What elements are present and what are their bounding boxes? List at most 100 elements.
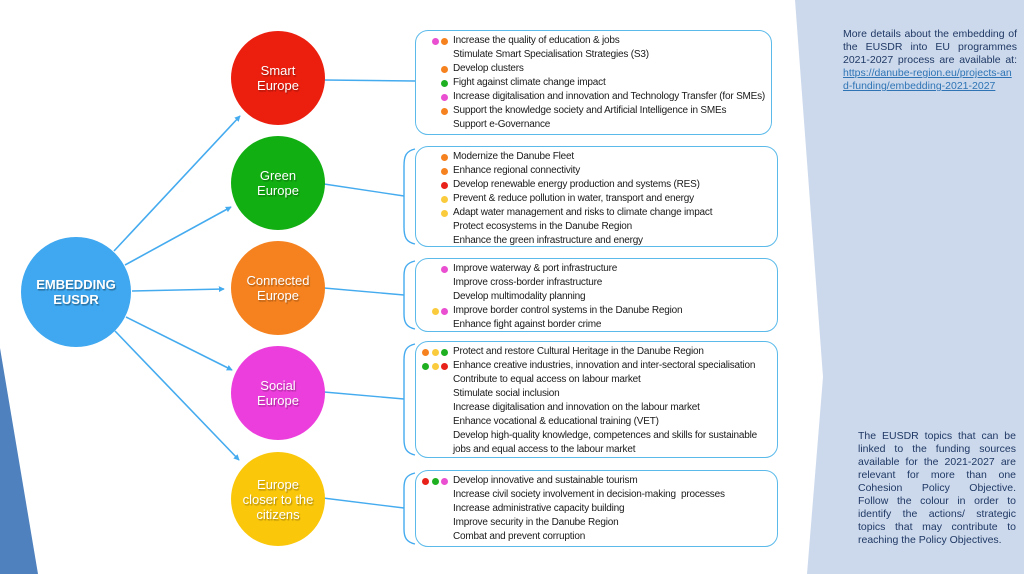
line-smart-box — [323, 79, 416, 82]
bullet-dots — [416, 93, 453, 101]
green-bullet-icon — [441, 79, 448, 87]
item-text: Enhance fight against border crime — [453, 319, 602, 330]
list-item: Protect and restore Cultural Heritage in… — [416, 345, 777, 359]
item-text: Increase digitalisation and innovation a… — [453, 91, 766, 102]
bullet-dots — [416, 348, 453, 356]
arrow-hub-to-citizens — [114, 330, 240, 461]
red-bullet-icon — [422, 477, 429, 485]
item-text: Improve security in the Danube Region — [453, 517, 619, 528]
hub-arrows — [113, 115, 241, 461]
circle-europe-closer-citizens: Europe closer to the citizens — [231, 452, 325, 546]
list-item: Develop innovative and sustainable touri… — [416, 474, 777, 488]
list-item: Combat and prevent corruption — [416, 530, 777, 544]
item-text: Fight against climate change impact — [453, 77, 606, 88]
item-text: Increase administrative capacity buildin… — [453, 503, 625, 514]
circle-smart-europe: Smart Europe — [231, 31, 325, 125]
circle-label: Connected Europe — [246, 273, 310, 303]
list-item: Enhance the green infrastructure and ene… — [416, 234, 777, 248]
item-text: Protect ecosystems in the Danube Region — [453, 221, 632, 232]
item-text: jobs and equal access to the labour mark… — [453, 444, 636, 455]
box-green-europe: Modernize the Danube Fleet Enhance regio… — [415, 146, 778, 247]
circle-green-europe: Green Europe — [231, 136, 325, 230]
arrow-hub-to-social — [125, 316, 233, 371]
item-text: Enhance vocational & educational trainin… — [453, 416, 659, 427]
list-item: Develop clusters — [416, 62, 771, 76]
bullet-dots — [416, 362, 453, 370]
circle-to-box-connectors — [322, 79, 416, 545]
bullet-dots — [416, 477, 453, 485]
line-social-box — [323, 391, 405, 400]
yellow-bullet-icon — [431, 307, 439, 315]
bullet-dots — [416, 307, 453, 315]
magenta-bullet-icon — [431, 37, 439, 45]
bullet-dots — [416, 209, 453, 217]
list-item: Enhance regional connectivity — [416, 164, 777, 178]
yellow-bullet-icon — [441, 195, 448, 203]
circle-label: Social Europe — [257, 378, 299, 408]
embedding-link[interactable]: https://danube-region.eu/projects-and-fu… — [843, 67, 1012, 92]
magenta-bullet-icon — [441, 307, 448, 315]
note-more-details: More details about the embedding of the … — [843, 28, 1017, 93]
list-item: Enhance fight against border crime — [416, 318, 777, 332]
item-text: Stimulate Smart Specialisation Strategie… — [453, 49, 649, 60]
item-text: Develop high-quality knowledge, competen… — [453, 430, 757, 441]
note-top-text: More details about the embedding of the … — [843, 28, 1017, 66]
bracket-social-box — [403, 343, 416, 456]
bullet-dots — [416, 153, 453, 161]
list-item: Improve security in the Danube Region — [416, 516, 777, 530]
list-item: Improve waterway & port infrastructure — [416, 262, 777, 276]
bullet-dots — [416, 181, 453, 189]
item-text: Adapt water management and risks to clim… — [453, 207, 713, 218]
item-text: Support the knowledge society and Artifi… — [453, 105, 727, 116]
item-text: Improve cross-border infrastructure — [453, 277, 603, 288]
magenta-bullet-icon — [441, 477, 448, 485]
item-text: Develop clusters — [453, 63, 524, 74]
bullet-dots — [416, 167, 453, 175]
orange-bullet-icon — [441, 107, 448, 115]
bullet-dots — [416, 65, 453, 73]
arrow-hub-to-connected — [131, 286, 225, 293]
list-item: Prevent & reduce pollution in water, tra… — [416, 192, 777, 206]
item-text: Contribute to equal access on labour mar… — [453, 374, 641, 385]
orange-bullet-icon — [441, 167, 448, 175]
list-item: Develop renewable energy production and … — [416, 178, 777, 192]
item-text: Enhance regional connectivity — [453, 165, 581, 176]
item-text: Increase digitalisation and innovation o… — [453, 402, 700, 413]
item-text: Develop innovative and sustainable touri… — [453, 475, 638, 486]
list-item: Increase civil society involvement in de… — [416, 488, 777, 502]
list-item: Enhance creative industries, innovation … — [416, 359, 777, 373]
circle-label: Green Europe — [257, 168, 299, 198]
bracket-connected-box — [403, 260, 416, 330]
orange-bullet-icon — [441, 153, 448, 161]
bracket-green-box — [403, 148, 416, 245]
yellow-bullet-icon — [431, 348, 439, 356]
circle-connected-europe: Connected Europe — [231, 241, 325, 335]
bullet-dots — [416, 195, 453, 203]
item-text: Improve waterway & port infrastructure — [453, 263, 618, 274]
item-text: Develop multimodality planning — [453, 291, 586, 302]
list-item: Stimulate Smart Specialisation Strategie… — [416, 48, 771, 62]
item-text: Enhance creative industries, innovation … — [453, 360, 756, 371]
circle-label: Europe closer to the citizens — [242, 476, 314, 522]
orange-bullet-icon — [422, 348, 429, 356]
bullet-dots — [416, 37, 453, 45]
item-text: Modernize the Danube Fleet — [453, 151, 574, 162]
arrow-hub-to-smart — [113, 115, 241, 252]
circle-social-europe: Social Europe — [231, 346, 325, 440]
item-text: Develop renewable energy production and … — [453, 179, 700, 190]
item-text: Combat and prevent corruption — [453, 531, 586, 542]
arrow-hub-to-green — [124, 206, 232, 266]
line-green-box — [323, 183, 405, 197]
list-item: Modernize the Danube Fleet — [416, 150, 777, 164]
list-item: Improve border control systems in the Da… — [416, 304, 777, 318]
list-item: jobs and equal access to the labour mark… — [416, 443, 777, 457]
box-europe-closer-citizens: Develop innovative and sustainable touri… — [415, 470, 778, 547]
magenta-bullet-icon — [441, 93, 448, 101]
list-item: Stimulate social inclusion — [416, 387, 777, 401]
orange-bullet-icon — [441, 65, 448, 73]
list-item: Protect ecosystems in the Danube Region — [416, 220, 777, 234]
line-connected-box — [323, 287, 405, 296]
